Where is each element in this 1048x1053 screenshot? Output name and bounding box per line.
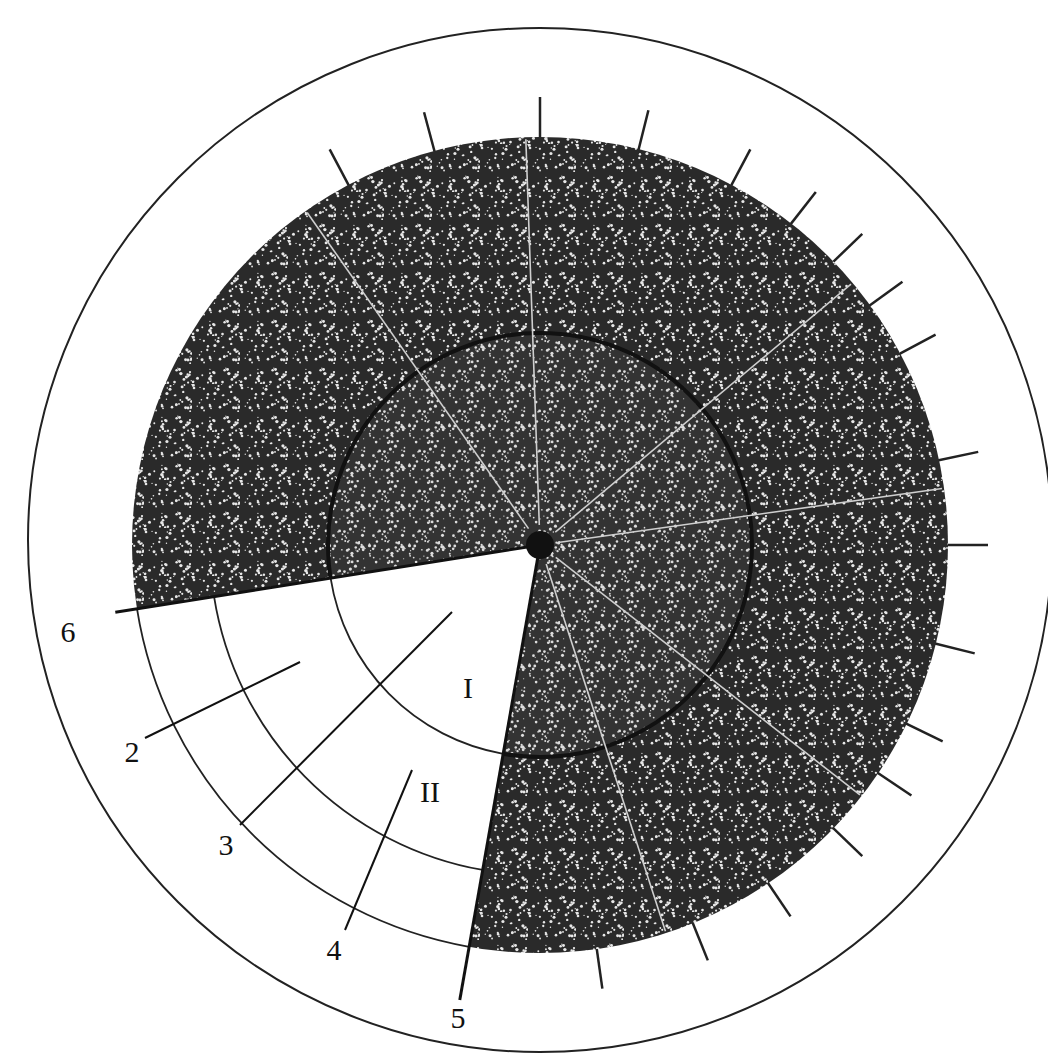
tick-mark xyxy=(539,97,542,141)
wedge-edge xyxy=(460,545,540,1000)
leader-line xyxy=(345,770,412,930)
tick-mark xyxy=(944,544,988,547)
outer-tissue-ring xyxy=(132,137,948,953)
tick-mark xyxy=(638,110,649,153)
leader-line xyxy=(145,662,300,738)
tick-mark xyxy=(424,112,435,155)
ray-line xyxy=(526,139,539,525)
layer-boundary xyxy=(214,597,483,870)
tick-mark xyxy=(935,452,978,461)
tick-mark xyxy=(596,945,602,989)
tick-mark xyxy=(789,192,816,227)
callout-number: I xyxy=(459,672,477,704)
tick-mark xyxy=(831,234,863,265)
tick-mark xyxy=(875,771,911,796)
tick-mark xyxy=(903,722,943,741)
tick-mark xyxy=(330,149,351,188)
pith xyxy=(526,531,554,559)
leader-line xyxy=(240,612,452,825)
ray-line xyxy=(556,557,860,795)
callout-number: 2 xyxy=(121,736,144,768)
outer-outline xyxy=(28,28,1048,1052)
wedge-edge xyxy=(115,545,540,612)
callout-number: 4 xyxy=(323,934,346,966)
callout-number: 5 xyxy=(447,1002,470,1034)
tick-mark xyxy=(897,335,936,356)
callout-number: 3 xyxy=(215,829,238,861)
ray-line xyxy=(555,284,851,532)
tick-mark xyxy=(691,920,707,961)
tick-mark xyxy=(932,643,975,654)
ray-line xyxy=(307,212,528,528)
callout-number: II xyxy=(416,776,444,808)
callout-number: 6 xyxy=(57,616,80,648)
ray-line xyxy=(546,564,665,931)
layer-boundary xyxy=(137,609,469,947)
tick-mark xyxy=(831,826,863,857)
tick-mark xyxy=(766,880,791,916)
tick-mark xyxy=(730,149,751,188)
ray-line xyxy=(560,488,942,542)
tick-mark xyxy=(867,282,903,308)
layer-boundary xyxy=(331,578,504,754)
